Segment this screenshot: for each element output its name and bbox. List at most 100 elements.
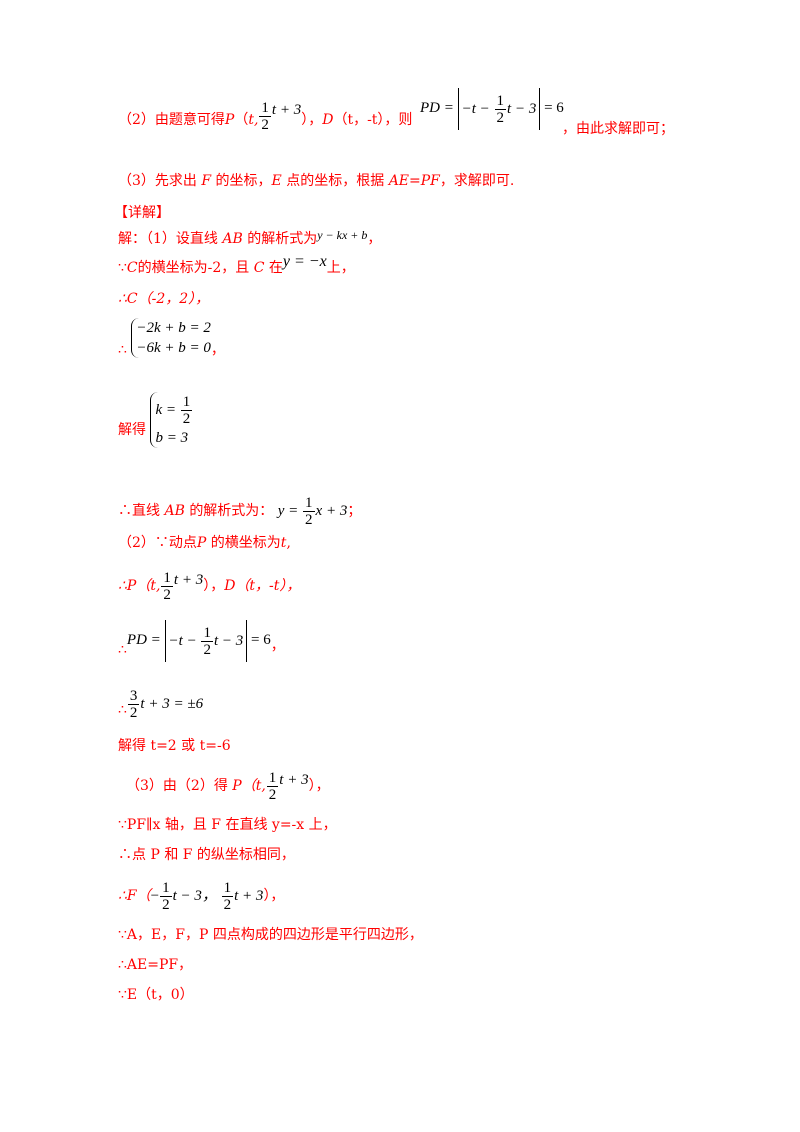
pd-lhs: PD = bbox=[420, 100, 454, 117]
line-y-neg-x: y = −x bbox=[282, 253, 327, 270]
hint-3-d: ，求解即可. bbox=[439, 173, 515, 189]
frac-num: 3 bbox=[127, 688, 140, 705]
f-coords-start: ∴F（ bbox=[118, 887, 151, 904]
linear-form: y − kx + b bbox=[317, 228, 368, 242]
abs-a: −t − bbox=[168, 633, 197, 649]
minus-sign: − bbox=[150, 887, 160, 904]
f-x-tail: t − 3， bbox=[172, 887, 217, 904]
hint-2-suffix: ，由此求解即可； bbox=[562, 121, 674, 137]
f-y-tail: t + 3 bbox=[234, 887, 264, 904]
sol-3-line-2: ∵PF∥x 轴，且 F 在直线 y=-x 上， bbox=[118, 817, 337, 833]
t-var: t bbox=[280, 535, 287, 551]
abs-part-b: t − 3 bbox=[507, 101, 537, 117]
point-e: E bbox=[271, 173, 282, 189]
abs-b: t − 3 bbox=[213, 633, 244, 649]
point-f: F bbox=[201, 173, 212, 189]
paren-close: ）， bbox=[203, 577, 225, 594]
point-c: C bbox=[126, 260, 138, 276]
section-title-detail: 【详解】 bbox=[114, 205, 170, 221]
punct: , bbox=[286, 535, 291, 551]
because-symbol: ∵ bbox=[118, 260, 127, 276]
punct: ， bbox=[367, 231, 382, 247]
paren-close: ）， bbox=[308, 777, 330, 794]
abs-part-a: −t − bbox=[461, 101, 490, 117]
sol-3-line-5: ∵A，E，F，P 四点构成的四边形是平行四边形， bbox=[118, 927, 423, 943]
equation-system: −2k + b = 2 −6k + b = 0 bbox=[131, 318, 211, 358]
point-p: P bbox=[196, 535, 207, 551]
b-value: b = 3 bbox=[155, 430, 189, 446]
hint-3-a: （3）先求出 bbox=[118, 173, 197, 189]
t-var: t, bbox=[248, 111, 259, 128]
sol-2-line-1: （2）∵动点P 的横坐标为t, bbox=[118, 534, 291, 552]
text-on: 上， bbox=[326, 260, 355, 276]
p-coords-start: ∴P（t, bbox=[118, 577, 161, 594]
equation-2: −6k + b = 0 bbox=[136, 340, 211, 356]
result-tail: x + 3 bbox=[315, 502, 348, 519]
equation-1: −2k + b = 2 bbox=[136, 320, 211, 336]
sol-1-c-text: 的横坐标为-2，且 bbox=[137, 260, 250, 276]
k-lhs: k = bbox=[155, 402, 176, 418]
hint-3-line: （3）先求出 F 的坐标，E 点的坐标，根据 AE=PF，求解即可. bbox=[118, 172, 514, 190]
pd-rhs: = 6 bbox=[544, 100, 564, 117]
therefore-symbol: ∴ bbox=[118, 642, 127, 659]
sol-1-system: ∴ −2k + b = 2 −6k + b = 0 ， bbox=[118, 318, 225, 358]
sol-1-prefix: 解：（1）设直线 bbox=[118, 231, 218, 247]
result-mid: 的解析式为： bbox=[189, 502, 274, 519]
p-y-tail: t + 3 bbox=[279, 771, 309, 788]
sol-1-line-1: 解：（1）设直线 AB 的解析式为y − kx + b， bbox=[118, 228, 382, 248]
text-at: 在 bbox=[268, 260, 283, 276]
c-coords: ∴C（-2，2）， bbox=[118, 291, 210, 307]
frac-num: 1 bbox=[259, 100, 271, 117]
p-coords-start: P（t, bbox=[232, 777, 266, 794]
punct: ， bbox=[210, 342, 225, 358]
paren-close: ）， bbox=[263, 887, 285, 904]
sol-2-a: （2）∵动点 bbox=[118, 535, 197, 551]
point-p-label: P bbox=[224, 111, 235, 128]
line-ab: AB bbox=[222, 231, 243, 247]
pd-rhs: = 6 bbox=[251, 632, 271, 649]
punct: ； bbox=[347, 502, 362, 519]
solve-label: 解得 bbox=[118, 422, 146, 438]
hint-3-b: 的坐标， bbox=[215, 173, 272, 189]
result-prefix: ∴直线 bbox=[118, 502, 160, 519]
sol-1-line-2: ∵C的横坐标为-2，且 C 在y = −x上， bbox=[118, 253, 355, 277]
frac-tail: t + 3 bbox=[271, 101, 302, 118]
sol-2-b: 的横坐标为 bbox=[210, 535, 281, 551]
hint-2-prefix: （2）由题意可得 bbox=[118, 111, 225, 128]
line-ab: AB bbox=[164, 502, 185, 519]
therefore-symbol: ∴ bbox=[118, 701, 127, 718]
y-eq: y = bbox=[277, 502, 299, 519]
hint-3-c: 点的坐标，根据 bbox=[286, 173, 385, 189]
paren-open: （ bbox=[234, 111, 249, 128]
sol-2-line-5: 解得 t=2 或 t=-6 bbox=[118, 738, 231, 754]
sol-3-a: （3）由（2）得 bbox=[126, 777, 228, 794]
frac-den: 2 bbox=[129, 705, 138, 721]
therefore-symbol: ∴ bbox=[118, 342, 127, 358]
punct: ， bbox=[270, 638, 285, 655]
equation-tail: t + 3 = ±6 bbox=[140, 695, 204, 712]
d-coords: D（t，-t）， bbox=[224, 577, 301, 594]
sol-1-line-3: ∴C（-2，2）， bbox=[118, 290, 209, 308]
sol-3-line-6: ∴AE=PF， bbox=[118, 957, 193, 973]
sol-3-line-7: ∵E（t，0） bbox=[118, 987, 194, 1003]
p-y-tail: t + 3 bbox=[173, 571, 204, 588]
sol-3-line-3: ∴点 P 和 F 的纵坐标相同， bbox=[118, 847, 295, 863]
paren-close: ）， bbox=[301, 111, 323, 128]
point-d-label: D bbox=[322, 111, 334, 128]
ae-pf-eq: AE=PF bbox=[388, 173, 440, 189]
d-coords: （t，-t），则 bbox=[333, 111, 413, 128]
point-c: C bbox=[253, 260, 265, 276]
